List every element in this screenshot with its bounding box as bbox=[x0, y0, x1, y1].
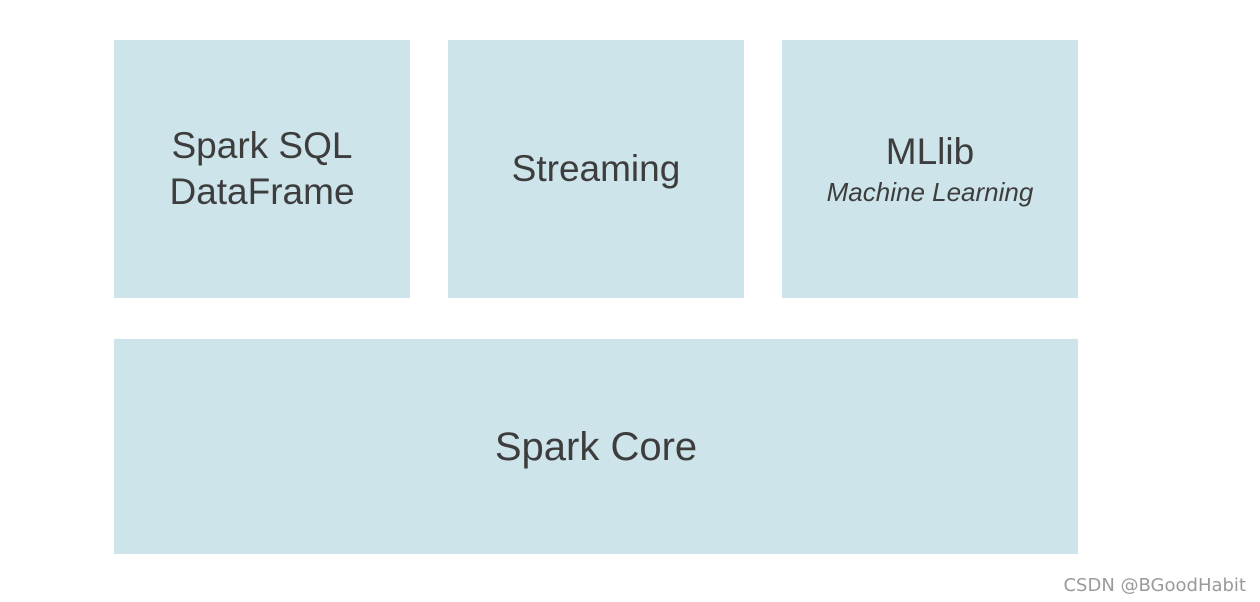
streaming-block: Streaming bbox=[448, 40, 744, 298]
dataframe-label: DataFrame bbox=[169, 171, 355, 212]
machine-learning-label: Machine Learning bbox=[826, 177, 1034, 207]
mllib-block: MLlib Machine Learning bbox=[782, 40, 1078, 298]
spark-sql-block: Spark SQL DataFrame bbox=[114, 40, 410, 298]
streaming-label: Streaming bbox=[511, 148, 681, 189]
spark-core-block: Spark Core bbox=[114, 339, 1078, 554]
spark-core-label: Spark Core bbox=[494, 424, 698, 469]
watermark-text: CSDN @BGoodHabit bbox=[1063, 575, 1246, 596]
mllib-label: MLlib bbox=[885, 131, 975, 172]
spark-sql-label: Spark SQL bbox=[171, 125, 353, 166]
